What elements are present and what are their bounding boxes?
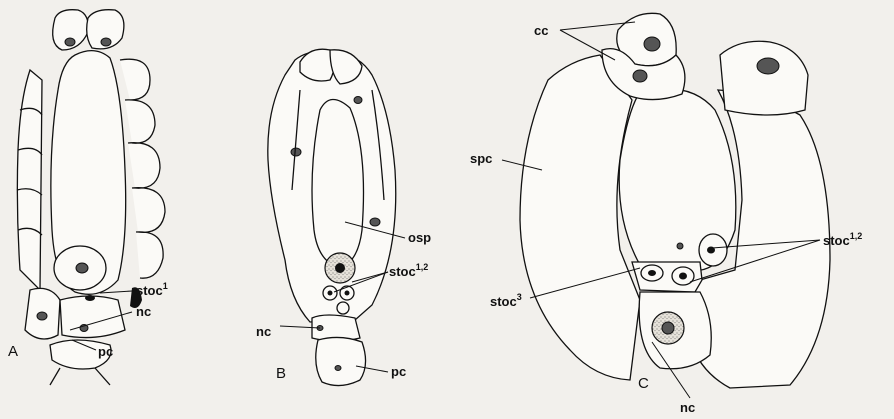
svg-text:pc: pc <box>98 344 113 359</box>
svg-text:stoc1,2: stoc1,2 <box>389 262 428 279</box>
panel-b-label: B <box>276 365 286 382</box>
svg-text:pc: pc <box>391 364 406 379</box>
svg-text:spc: spc <box>470 151 492 166</box>
panel-c-drawing <box>520 13 830 388</box>
panel-a-label: A <box>8 343 18 360</box>
svg-text:nc: nc <box>680 400 695 415</box>
panel-c-label: C <box>638 375 649 392</box>
svg-text:stoc1: stoc1 <box>136 281 168 298</box>
b-nc-label: nc <box>256 324 320 339</box>
svg-text:nc: nc <box>136 304 151 319</box>
svg-text:stoc3: stoc3 <box>490 292 522 309</box>
panel-b-drawing <box>268 49 396 385</box>
svg-text:stoc1,2: stoc1,2 <box>823 231 862 248</box>
svg-text:cc: cc <box>534 23 548 38</box>
svg-text:nc: nc <box>256 324 271 339</box>
svg-text:osp: osp <box>408 230 431 245</box>
panel-a-drawing <box>17 10 165 385</box>
